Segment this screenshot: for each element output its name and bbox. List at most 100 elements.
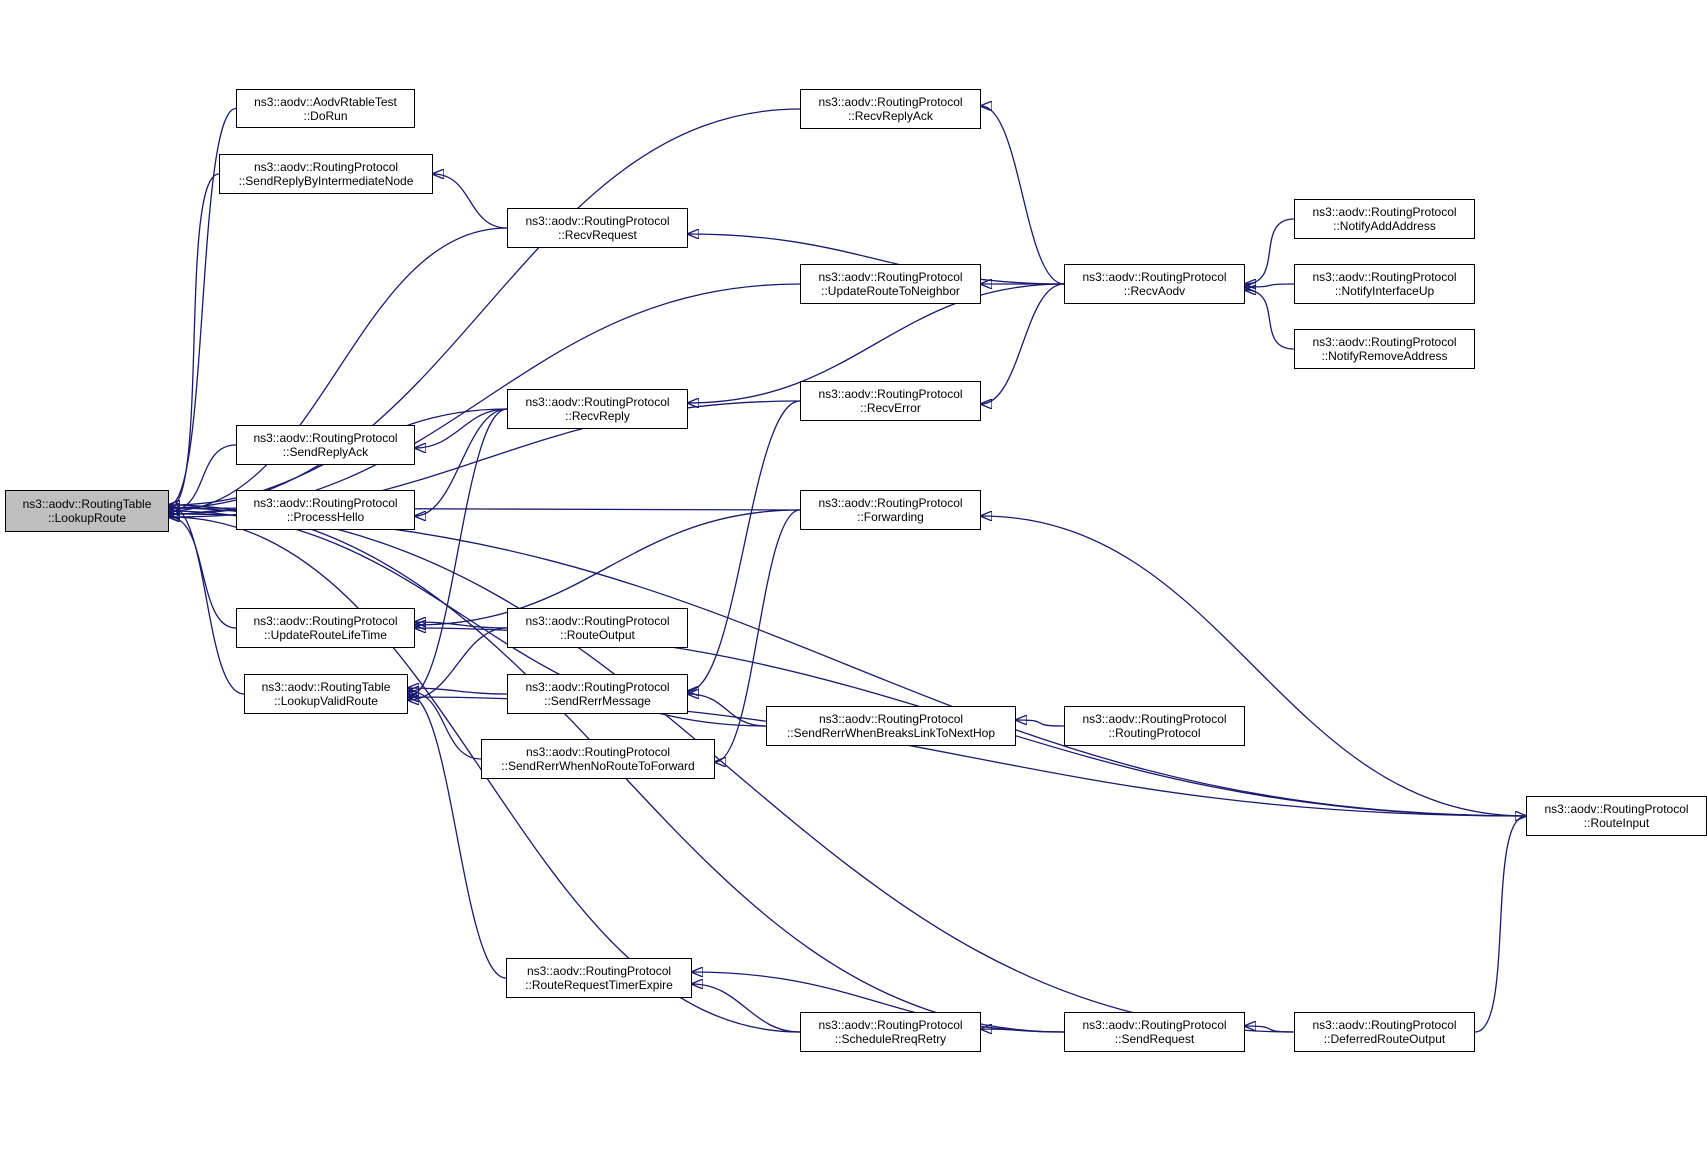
node-label-line1: ns3::aodv::RoutingProtocol bbox=[818, 712, 964, 726]
edge-send-rerr-message-to-lookup-valid-route bbox=[408, 688, 508, 695]
node-label-line1: ns3::aodv::RoutingProtocol bbox=[1312, 1018, 1457, 1032]
edge-send-request-to-schedule-rreq-retry bbox=[981, 1029, 1065, 1032]
node-deferred-route-output[interactable]: ns3::aodv::RoutingProtocol ::DeferredRou… bbox=[1294, 1012, 1475, 1052]
node-recv-reply-ack[interactable]: ns3::aodv::RoutingProtocol ::RecvReplyAc… bbox=[800, 89, 981, 129]
node-label-line1: ns3::aodv::RoutingProtocol bbox=[818, 496, 963, 510]
node-label-line2: ::RecvReplyAck bbox=[848, 109, 933, 123]
node-label-line2: ::Forwarding bbox=[857, 510, 924, 524]
node-update-route-life-time[interactable]: ns3::aodv::RoutingProtocol ::UpdateRoute… bbox=[236, 608, 415, 648]
node-label-line1: ns3::aodv::AodvRtableTest bbox=[254, 94, 397, 109]
edge-route-request-timer-expire-to-lookup-valid-route bbox=[408, 694, 507, 979]
node-label-line1: ns3::aodv::RoutingProtocol bbox=[1312, 335, 1457, 349]
node-label-line1: ns3::aodv::RoutingProtocol bbox=[525, 745, 671, 759]
edge-route-output-to-update-route-life-time bbox=[415, 622, 508, 629]
node-label-line2: ::RecvReply bbox=[565, 409, 630, 423]
node-label-line2: ::UpdateRouteLifeTime bbox=[264, 628, 387, 642]
node-recv-request[interactable]: ns3::aodv::RoutingProtocol ::RecvRequest bbox=[507, 208, 688, 248]
node-label-line2: ::RoutingProtocol bbox=[1108, 726, 1201, 740]
edge-route-input-to-forwarding bbox=[981, 516, 1527, 817]
node-label-line1: ns3::aodv::RoutingProtocol bbox=[253, 614, 398, 628]
node-label-line2: ::NotifyRemoveAddress bbox=[1321, 349, 1448, 363]
node-label-line2: ::DoRun bbox=[303, 108, 348, 123]
node-label-line2: ::LookupRoute bbox=[47, 511, 127, 525]
edge-recv-aodv-to-recv-reply bbox=[688, 283, 1065, 403]
node-label-line1: ns3::aodv::RoutingTable bbox=[261, 680, 391, 694]
node-label-line1: ns3::aodv::RoutingProtocol bbox=[818, 95, 963, 109]
edge-recv-request-to-lookup-route bbox=[169, 227, 508, 511]
node-send-reply-ack[interactable]: ns3::aodv::RoutingProtocol ::SendReplyAc… bbox=[236, 425, 415, 465]
node-label-line1: ns3::aodv::RoutingProtocol bbox=[1082, 712, 1227, 726]
node-send-reply-by-intermediate-node[interactable]: ns3::aodv::RoutingProtocol ::SendReplyBy… bbox=[219, 154, 433, 194]
node-label-line2: ::UpdateRouteToNeighbor bbox=[821, 284, 960, 298]
edge-recv-aodv-to-recv-reply-ack bbox=[981, 106, 1065, 285]
node-notify-add-address[interactable]: ns3::aodv::RoutingProtocol ::NotifyAddAd… bbox=[1294, 199, 1475, 239]
node-label-line2: ::RouteOutput bbox=[560, 628, 635, 642]
node-schedule-rreq-retry[interactable]: ns3::aodv::RoutingProtocol ::ScheduleRre… bbox=[800, 1012, 981, 1052]
node-label-line1: ns3::aodv::RoutingProtocol bbox=[818, 270, 963, 284]
node-label-line1: ns3::aodv::RoutingProtocol bbox=[818, 1018, 963, 1032]
edge-recv-reply-to-lookup-valid-route bbox=[408, 408, 508, 697]
node-label-line2: ::RecvAodv bbox=[1123, 284, 1186, 298]
node-send-rerr-message[interactable]: ns3::aodv::RoutingProtocol ::SendRerrMes… bbox=[507, 674, 688, 714]
node-label-line2: ::SendRerrWhenNoRouteToForward bbox=[501, 759, 695, 773]
node-process-hello[interactable]: ns3::aodv::RoutingProtocol ::ProcessHell… bbox=[236, 490, 415, 530]
node-label-line1: ns3::aodv::RoutingProtocol bbox=[1082, 270, 1227, 284]
node-label-line1: ns3::aodv::RoutingProtocol bbox=[525, 214, 670, 228]
node-route-request-timer-expire[interactable]: ns3::aodv::RoutingProtocol ::RouteReques… bbox=[506, 958, 692, 998]
edge-send-rerr-when-no-route-to-forward-to-lookup-valid-route bbox=[408, 691, 482, 760]
node-label-line1: ns3::aodv::RoutingProtocol bbox=[253, 431, 398, 445]
node-label-line1: ns3::aodv::RoutingProtocol bbox=[1544, 802, 1689, 816]
edge-update-route-life-time-to-lookup-route bbox=[169, 517, 237, 629]
node-label-line1: ns3::aodv::RoutingProtocol bbox=[253, 496, 398, 510]
edge-deferred-route-output-to-route-input bbox=[1474, 816, 1526, 1033]
node-label-line2: ::RecvError bbox=[860, 401, 921, 415]
node-label-line1: ns3::aodv::RoutingTable bbox=[22, 497, 152, 511]
edge-recv-aodv-to-recv-request bbox=[688, 234, 1065, 285]
node-label-line2: ::ScheduleRreqRetry bbox=[834, 1032, 947, 1046]
node-lookup-valid-route[interactable]: ns3::aodv::RoutingTable ::LookupValidRou… bbox=[244, 674, 408, 714]
edge-update-route-to-neighbor-to-lookup-route bbox=[169, 283, 801, 514]
node-label-line2: ::RouteInput bbox=[1583, 816, 1650, 830]
node-label-line1: ns3::aodv::RoutingProtocol bbox=[1312, 270, 1457, 284]
node-label-line2: ::SendRerrWhenBreaksLinkToNextHop bbox=[786, 726, 996, 740]
node-routing-protocol[interactable]: ns3::aodv::RoutingProtocol ::RoutingProt… bbox=[1064, 706, 1245, 746]
node-label-line2: ::LookupValidRoute bbox=[274, 694, 378, 708]
node-send-rerr-when-breaks-link-to-next-hop[interactable]: ns3::aodv::RoutingProtocol ::SendRerrWhe… bbox=[766, 706, 1016, 746]
node-route-output[interactable]: ns3::aodv::RoutingProtocol ::RouteOutput bbox=[507, 608, 688, 648]
node-label-line2: ::DeferredRouteOutput bbox=[1323, 1032, 1446, 1046]
node-label-line1: ns3::aodv::RoutingProtocol bbox=[525, 680, 670, 694]
node-label-line2: ::NotifyAddAddress bbox=[1333, 219, 1436, 233]
node-label-line1: ns3::aodv::RoutingProtocol bbox=[253, 160, 399, 174]
node-label-line1: ns3::aodv::RoutingProtocol bbox=[525, 614, 670, 628]
node-label-line2: ::RecvRequest bbox=[558, 228, 637, 242]
node-send-request[interactable]: ns3::aodv::RoutingProtocol ::SendRequest bbox=[1064, 1012, 1245, 1052]
node-forwarding[interactable]: ns3::aodv::RoutingProtocol ::Forwarding bbox=[800, 490, 981, 530]
node-label-line2: ::ProcessHello bbox=[286, 510, 365, 524]
node-lookup-route: ns3::aodv::RoutingTable ::LookupRoute bbox=[5, 490, 169, 532]
node-label-line2: ::SendRequest bbox=[1114, 1032, 1195, 1046]
node-recv-aodv[interactable]: ns3::aodv::RoutingProtocol ::RecvAodv bbox=[1064, 264, 1245, 304]
node-label-line1: ns3::aodv::RoutingProtocol bbox=[525, 395, 670, 409]
edge-recv-reply-to-process-hello bbox=[415, 408, 508, 516]
node-do-run[interactable]: ns3::aodv::AodvRtableTest ::DoRun bbox=[236, 89, 415, 128]
edge-recv-request-to-send-reply-by-intermediate-node bbox=[433, 174, 508, 229]
edge-deferred-route-output-to-lookup-route bbox=[169, 508, 1295, 1033]
node-notify-remove-address[interactable]: ns3::aodv::RoutingProtocol ::NotifyRemov… bbox=[1294, 329, 1475, 369]
edge-notify-interface-up-to-recv-aodv bbox=[1245, 284, 1295, 287]
node-label-line2: ::NotifyInterfaceUp bbox=[1334, 284, 1435, 298]
node-recv-reply[interactable]: ns3::aodv::RoutingProtocol ::RecvReply bbox=[507, 389, 688, 429]
edge-routing-protocol-to-send-rerr-when-breaks-link-to-next-hop bbox=[1016, 720, 1065, 727]
node-update-route-to-neighbor[interactable]: ns3::aodv::RoutingProtocol ::UpdateRoute… bbox=[800, 264, 981, 304]
node-send-rerr-when-no-route-to-forward[interactable]: ns3::aodv::RoutingProtocol ::SendRerrWhe… bbox=[481, 739, 715, 779]
edge-route-output-to-lookup-valid-route bbox=[408, 627, 508, 700]
node-route-input[interactable]: ns3::aodv::RoutingProtocol ::RouteInput bbox=[1526, 796, 1707, 836]
node-label-line2: ::SendRerrMessage bbox=[544, 694, 651, 708]
edge-forwarding-to-send-rerr-when-no-route-to-forward bbox=[715, 509, 801, 762]
node-label-line2: ::SendReplyByIntermediateNode bbox=[238, 174, 414, 188]
edge-recv-error-to-send-rerr-message bbox=[688, 400, 801, 691]
edge-send-reply-ack-to-lookup-route bbox=[169, 444, 237, 511]
node-recv-error[interactable]: ns3::aodv::RoutingProtocol ::RecvError bbox=[800, 381, 981, 421]
node-label-line1: ns3::aodv::RoutingProtocol bbox=[1082, 1018, 1227, 1032]
node-notify-interface-up[interactable]: ns3::aodv::RoutingProtocol ::NotifyInter… bbox=[1294, 264, 1475, 304]
